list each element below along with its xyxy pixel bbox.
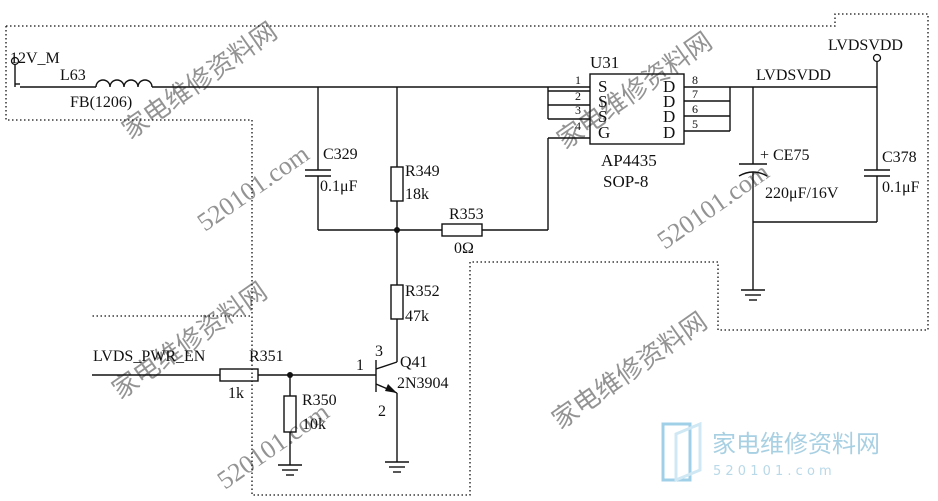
ic-pin-number: 4 [575,119,581,133]
ground-icon [385,461,409,473]
ic-pin-number: 7 [692,87,698,101]
ic-package: SOP-8 [603,172,648,191]
ic-part-number: AP4435 [601,151,657,170]
capacitor-value: 0.1μF [882,179,920,196]
resistor-ref: R350 [302,392,337,409]
watermark-text: 家电维修资料网 [547,307,713,435]
resistor-value: 0Ω [454,240,474,257]
output-rail: LVDSVDD LVDSVDD [730,37,903,88]
resistor-ref: R351 [249,348,284,365]
ic-pin-label: D [663,107,675,126]
capacitor-C378: C378 0.1μF [864,87,920,222]
section-boundary [5,13,929,496]
ic-pin-label: G [598,123,610,142]
resistor-R351: R351 1k [219,348,376,402]
logo-text: 家电维修资料网 [712,431,880,458]
ic-pin-number: 5 [692,117,698,131]
ic-pin-label: D [663,92,675,111]
ic-pin-label: S [598,92,607,111]
logo-mark-icon [661,422,692,482]
junction-dot [394,227,400,233]
resistor-ref: R349 [405,163,440,180]
ic-pin-label: D [663,123,675,142]
ic-pin-label: S [598,77,607,96]
ground-icon [741,289,765,301]
enable-input: LVDS_PWR_EN [92,348,220,376]
logo-url: 5 2 0 1 0 1 . c o m [713,464,832,479]
ic-pin-number: 2 [575,89,581,103]
input-rail: 12V_M [10,50,96,88]
capacitor-ref: C329 [323,146,358,163]
resistor-R353: R353 0Ω [441,137,590,257]
resistor-value: 47k [405,308,429,325]
resistor-value: 1k [228,385,244,402]
transistor-Q41: 1 3 2 Q41 2N3904 [356,343,449,473]
capacitor-value: 220μF/16V [765,185,839,202]
inductor-value: FB(1206) [70,94,132,111]
emitter-arrow-icon [385,384,397,393]
ic-ref: U31 [590,53,619,72]
ground-icon [278,464,302,476]
site-logo: 家电维修资料网 5 2 0 1 0 1 . c o m [661,421,880,483]
ic-pin-label: S [598,107,607,126]
resistor-R352: R352 47k [390,283,440,362]
capacitor-CE75: + CE75 220μF/16V [738,87,839,222]
inductor-L63: L63 FB(1206) [60,67,153,111]
pin-number: 3 [375,343,383,360]
output-rail-label: LVDSVDD [756,67,831,84]
ic-pin-number: 6 [692,102,698,116]
resistor-ref: R352 [405,283,440,300]
watermark-text: 520101.com [212,397,335,495]
output-ground [741,221,877,301]
mosfet-U31: U31 1 2 3 4 S S S G D D D D 8 7 6 5 AP44… [547,53,731,191]
watermark-text: 家电维修资料网 [107,277,273,405]
watermark-text: 520101.com [192,139,315,237]
input-terminal-icon [10,56,20,66]
pin-number: 1 [356,357,364,374]
output-port-label: LVDSVDD [828,37,903,54]
resistor-value: 18k [405,186,429,203]
capacitor-C329: C329 0.1μF [305,87,358,230]
pin-number: 2 [378,403,386,420]
transistor-ref: Q41 [400,354,428,371]
capacitor-value: 0.1μF [320,178,358,195]
resistor-R350: R350 10k [278,375,337,476]
resistor-value: 10k [302,416,326,433]
transistor-value: 2N3904 [397,375,449,392]
ic-pin-number: 8 [692,73,698,87]
enable-net-label: LVDS_PWR_EN [93,348,206,365]
capacitor-polarity: + [760,147,769,164]
ic-pin-number: 1 [575,73,581,87]
capacitor-ref: C378 [882,149,917,166]
input-net-label: 12V_M [10,50,60,67]
ic-pin-label: D [663,77,675,96]
output-terminal-icon [872,53,882,63]
capacitor-ref: CE75 [773,147,809,164]
inductor-ref: L63 [60,67,86,84]
resistor-ref: R353 [449,206,484,223]
ic-pin-number: 3 [575,103,581,117]
resistor-R349: R349 18k [390,87,440,285]
